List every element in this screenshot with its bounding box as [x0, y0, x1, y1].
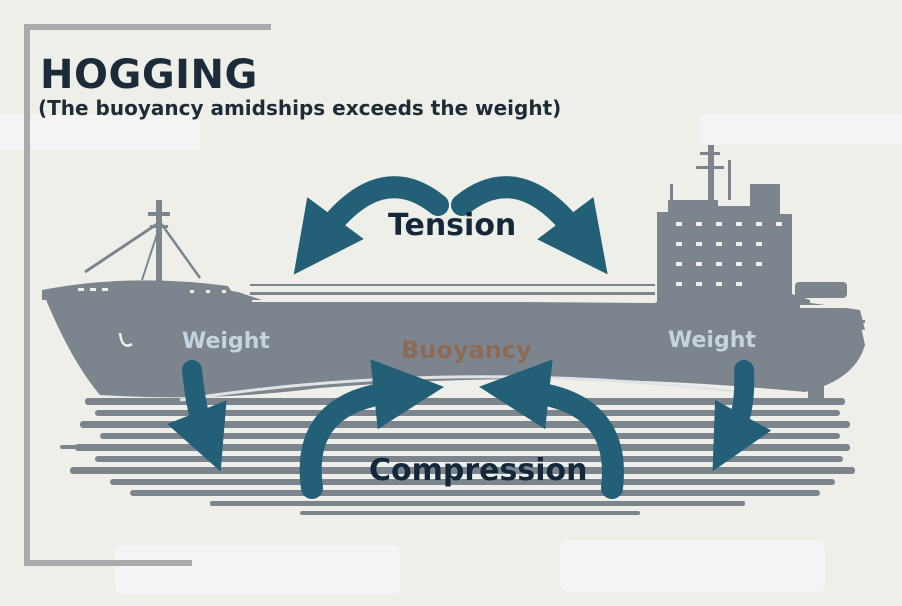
buoyancy-label: Buoyancy [401, 336, 532, 364]
weight-arrow-left [167, 360, 227, 472]
water-reflection [60, 398, 855, 515]
frame-left-border [24, 24, 30, 566]
tension-arrow-left [293, 176, 449, 275]
anchor-icon [118, 332, 133, 347]
ship-silhouette [42, 145, 865, 403]
compression-arrow-right [478, 359, 624, 499]
background-patch [560, 540, 825, 592]
weight-label-right: Weight [668, 328, 756, 353]
frame-bottom-border [24, 560, 192, 566]
weight-arrow-right [712, 360, 772, 472]
waterline [179, 375, 741, 402]
weight-label-left: Weight [182, 329, 270, 354]
diagram-subtitle: (The buoyancy amidships exceeds the weig… [38, 96, 562, 120]
tension-label: Tension [388, 208, 517, 243]
compression-label: Compression [369, 453, 588, 488]
background-patch [115, 545, 400, 595]
background-patch [0, 115, 200, 150]
background-patch [700, 115, 902, 145]
diagram-title: HOGGING [40, 52, 258, 98]
frame-top-border [24, 24, 271, 30]
compression-arrow-left [299, 359, 445, 499]
ship-windows [78, 222, 850, 308]
tension-arrow-right [451, 176, 608, 275]
